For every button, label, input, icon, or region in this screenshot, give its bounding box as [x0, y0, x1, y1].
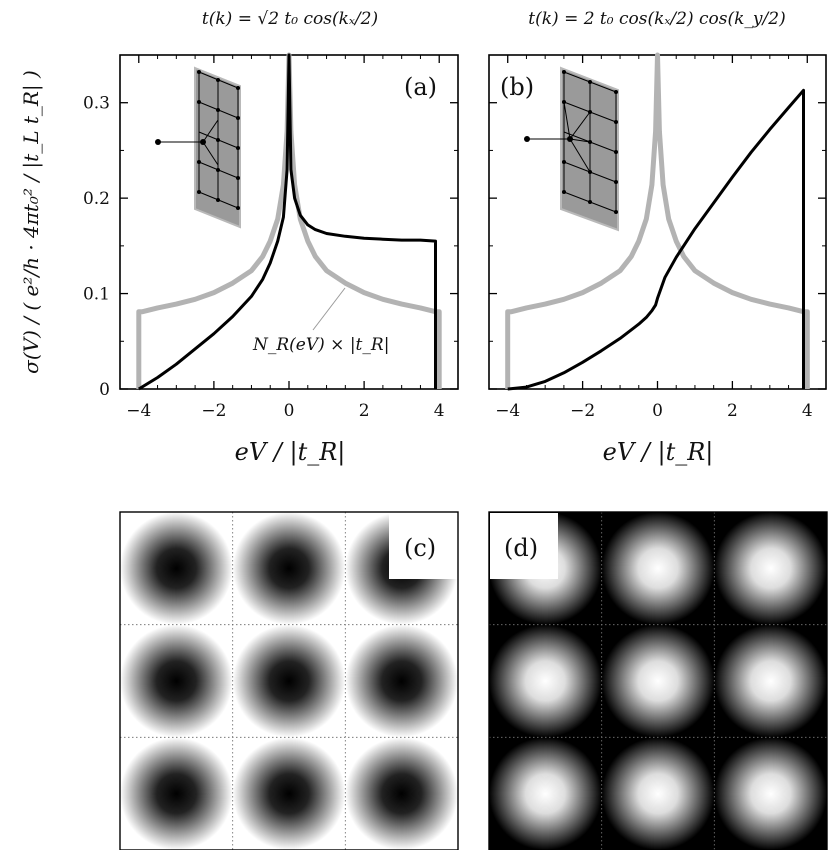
panel-a-series: [136, 52, 442, 391]
lattice-inset-icon: [524, 66, 619, 232]
y-tick-label: 0: [99, 380, 110, 400]
panel-b-xlabel: eV / |t_R|: [603, 438, 714, 467]
x-tick-label: 0: [652, 401, 663, 421]
x-tick-label: −2: [570, 401, 595, 421]
x-tick-label: 2: [727, 401, 738, 421]
x-tick-label: −4: [126, 401, 151, 421]
x-tick-label: 4: [434, 401, 445, 421]
heatmap-d-grid: [489, 512, 827, 850]
panel-d-heatmap: (d): [488, 511, 828, 850]
panel-c-label: (c): [404, 534, 436, 562]
density-of-states-curve: [505, 52, 810, 389]
x-tick-label: 2: [359, 401, 370, 421]
panel-b: t(k) = 2 t₀ cos(kₓ/2) cos(k_y/2) −4 −2 0 2 4: [488, 9, 827, 421]
annotation-leader-line: [312, 287, 346, 331]
panel-b-series: [505, 52, 810, 391]
panel-a-title: t(k) = √2 t₀ cos(kₓ/2): [202, 9, 378, 29]
dos-annotation: N_R(eV) × |t_R|: [252, 335, 389, 355]
panel-b-label: (b): [500, 73, 534, 101]
panel-a: t(k) = √2 t₀ cos(kₓ/2) −4 −2 0 2 4 0 0.1 0.2 0.3: [83, 9, 459, 421]
x-tick-label: 4: [802, 401, 813, 421]
panel-b-ticks: −4 −2 0 2 4: [489, 55, 826, 421]
heatmap-c-grid: [120, 512, 458, 850]
panel-a-label: (a): [404, 73, 437, 101]
conductance-curve: [507, 88, 805, 391]
panel-a-xlabel: eV / |t_R|: [235, 438, 346, 467]
x-tick-label: 0: [284, 401, 295, 421]
y-tick-label: 0.3: [83, 94, 110, 114]
y-tick-label: 0.1: [83, 285, 110, 305]
panel-d-label-box: [490, 513, 558, 579]
x-tick-label: −2: [201, 401, 226, 421]
panel-c-heatmap: (c): [119, 511, 459, 850]
y-tick-label: 0.2: [83, 189, 110, 209]
lattice-inset-icon: [155, 66, 241, 229]
panel-c-label-box: [389, 513, 457, 579]
conductance-curve: [138, 53, 437, 391]
panel-d-label: (d): [504, 534, 538, 562]
panel-b-title: t(k) = 2 t₀ cos(kₓ/2) cos(k_y/2): [528, 9, 785, 29]
panel-a-ticks: −4 −2 0 2 4 0 0.1 0.2 0.3: [83, 55, 458, 421]
ylabel: σ(V) / ( e²/h · 4πt₀² / |t_L t_R| ): [19, 70, 44, 374]
x-tick-label: −4: [495, 401, 520, 421]
